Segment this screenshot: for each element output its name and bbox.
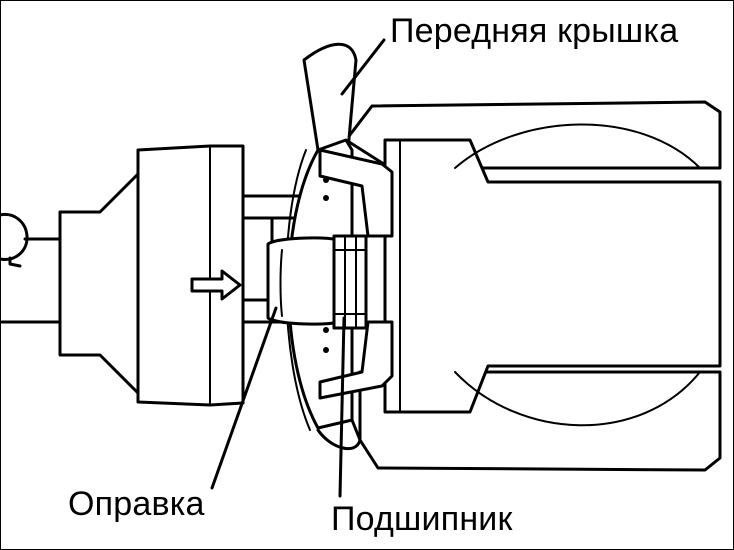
- bearing-label: Подшипник: [331, 500, 513, 538]
- shaft-stub: [0, 212, 64, 324]
- bearing-leader: [338, 316, 346, 498]
- gearbox-housing: [344, 100, 722, 472]
- mandrel-head: [266, 236, 342, 326]
- tool-neck: [58, 170, 142, 397]
- mandrel-label: Оправка: [68, 485, 205, 523]
- front-cover-label: Передняя крышка: [390, 12, 679, 50]
- bearing: [332, 234, 368, 330]
- mandrel-leader: [210, 306, 278, 490]
- right-arrow-icon: [190, 269, 242, 301]
- leader-lines: [210, 38, 386, 498]
- front-cover-leader: [340, 38, 386, 96]
